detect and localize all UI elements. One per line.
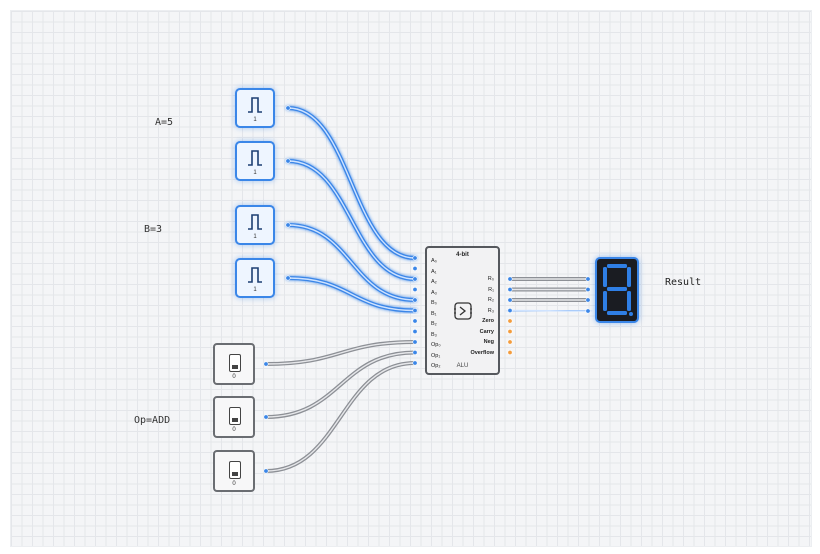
alu-flag-label: Overflow: [470, 349, 494, 356]
display-segment: [607, 311, 627, 315]
alu-input-label: Op₀: [431, 342, 441, 348]
pulse-icon: [248, 267, 262, 283]
seven-segment-display[interactable]: 8: [595, 257, 639, 323]
seven-segment-display-icon: [603, 264, 633, 316]
clock-input[interactable]: 1: [235, 205, 275, 245]
alu-input-label: A₀: [431, 258, 437, 264]
switch-icon: [229, 354, 241, 372]
alu-output-label: R₃: [487, 307, 494, 314]
toggle-switch[interactable]: 0: [213, 343, 255, 385]
display-segment: [607, 264, 627, 268]
label-a: A=5: [155, 117, 174, 128]
pulse-icon: [248, 214, 262, 230]
alu-input-label: A₂: [431, 279, 437, 285]
clock-input[interactable]: 1: [235, 141, 275, 181]
switch-icon: [229, 407, 241, 425]
clock-value: 1: [253, 170, 257, 176]
alu-title: 4-bit: [456, 252, 469, 258]
pulse-icon: [248, 97, 262, 113]
clock-input[interactable]: 1: [235, 258, 275, 298]
alu-input-label: B₁: [431, 310, 437, 317]
label-b: B=3: [144, 224, 163, 235]
display-segment: [603, 267, 607, 287]
clock-value: 1: [253, 117, 257, 123]
alu-component[interactable]: 4-bit A₀ A₁ A₂ A₃ B₀ B₁ B₂ B₃ Op₀ Op₁ Op…: [425, 246, 500, 375]
alu-compare-icon: [454, 302, 472, 320]
pulse-icon: [248, 150, 262, 166]
alu-subtitle: ALU: [456, 363, 469, 369]
display-segment: [607, 287, 627, 291]
alu-output-label: R₁: [488, 286, 494, 293]
alu-input-label: B₂: [431, 321, 437, 327]
alu-output-label: R₀: [487, 276, 494, 282]
alu-input-label: A₁: [431, 268, 437, 275]
alu-flag-label: Carry: [479, 328, 494, 335]
switch-value: 0: [232, 481, 236, 487]
switch-icon: [229, 461, 241, 479]
clock-value: 1: [253, 234, 257, 240]
alu-input-label: A₃: [431, 289, 437, 296]
alu-flag-label: Zero: [482, 318, 494, 324]
display-segment: [627, 267, 631, 287]
alu-flag-label: Neg: [483, 339, 494, 345]
clock-input[interactable]: 1: [235, 88, 275, 128]
display-segment: [627, 291, 631, 311]
switch-value: 0: [232, 374, 236, 380]
alu-input-label: Op₁: [431, 352, 441, 359]
alu-input-label: B₀: [431, 300, 437, 306]
toggle-switch[interactable]: 0: [213, 450, 255, 492]
label-result: Result: [665, 277, 702, 288]
toggle-switch[interactable]: 0: [213, 396, 255, 438]
clock-value: 1: [253, 287, 257, 293]
switch-value: 0: [232, 427, 236, 433]
alu-input-label: B₃: [431, 331, 437, 338]
display-segment: [603, 291, 607, 311]
alu-output-label: R₂: [487, 297, 494, 303]
alu-input-label: Op₂: [431, 363, 441, 369]
label-op: Op=ADD: [134, 415, 171, 426]
